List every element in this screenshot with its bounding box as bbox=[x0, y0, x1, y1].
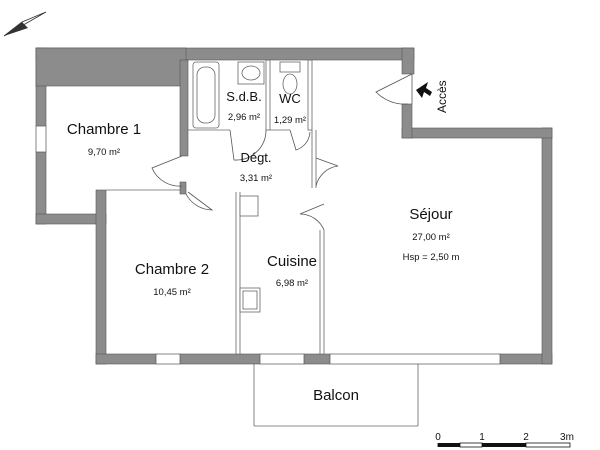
balcon-name: Balcon bbox=[313, 387, 359, 404]
cuisine-name: Cuisine bbox=[267, 253, 317, 270]
sdb-name: S.d.B. bbox=[226, 89, 261, 104]
sejour-name: Séjour bbox=[409, 206, 452, 223]
chambre2-name: Chambre 2 bbox=[135, 261, 209, 278]
doors bbox=[151, 73, 413, 231]
scale-tick-0: 0 bbox=[435, 432, 441, 443]
sejour-area: 27,00 m² bbox=[412, 232, 450, 243]
access-label: Accès bbox=[435, 80, 449, 113]
degt-name: Dégt. bbox=[240, 150, 271, 165]
interior-walls bbox=[35, 59, 325, 354]
north-arrow-icon bbox=[3, 11, 47, 37]
chambre1-area: 9,70 m² bbox=[88, 147, 120, 158]
sejour-height: Hsp = 2,50 m bbox=[403, 252, 460, 263]
balcony bbox=[253, 364, 419, 427]
scale-tick-1: 1 bbox=[479, 432, 485, 443]
wc-area: 1,29 m² bbox=[274, 115, 306, 126]
exterior-walls bbox=[35, 47, 553, 365]
scale-tick-2: 2 bbox=[523, 432, 529, 443]
wc-name: WC bbox=[279, 91, 301, 106]
sdb-area: 2,96 m² bbox=[228, 112, 260, 123]
scale-bar bbox=[437, 442, 571, 448]
scale-tick-3: 3m bbox=[560, 432, 574, 443]
bathroom-fixtures bbox=[192, 61, 301, 313]
cuisine-area: 6,98 m² bbox=[276, 278, 308, 289]
chambre2-area: 10,45 m² bbox=[153, 287, 191, 298]
chambre1-name: Chambre 1 bbox=[67, 121, 141, 138]
bottom-windows bbox=[155, 353, 501, 365]
access-arrow-icon bbox=[416, 82, 432, 98]
degt-area: 3,31 m² bbox=[240, 173, 272, 184]
